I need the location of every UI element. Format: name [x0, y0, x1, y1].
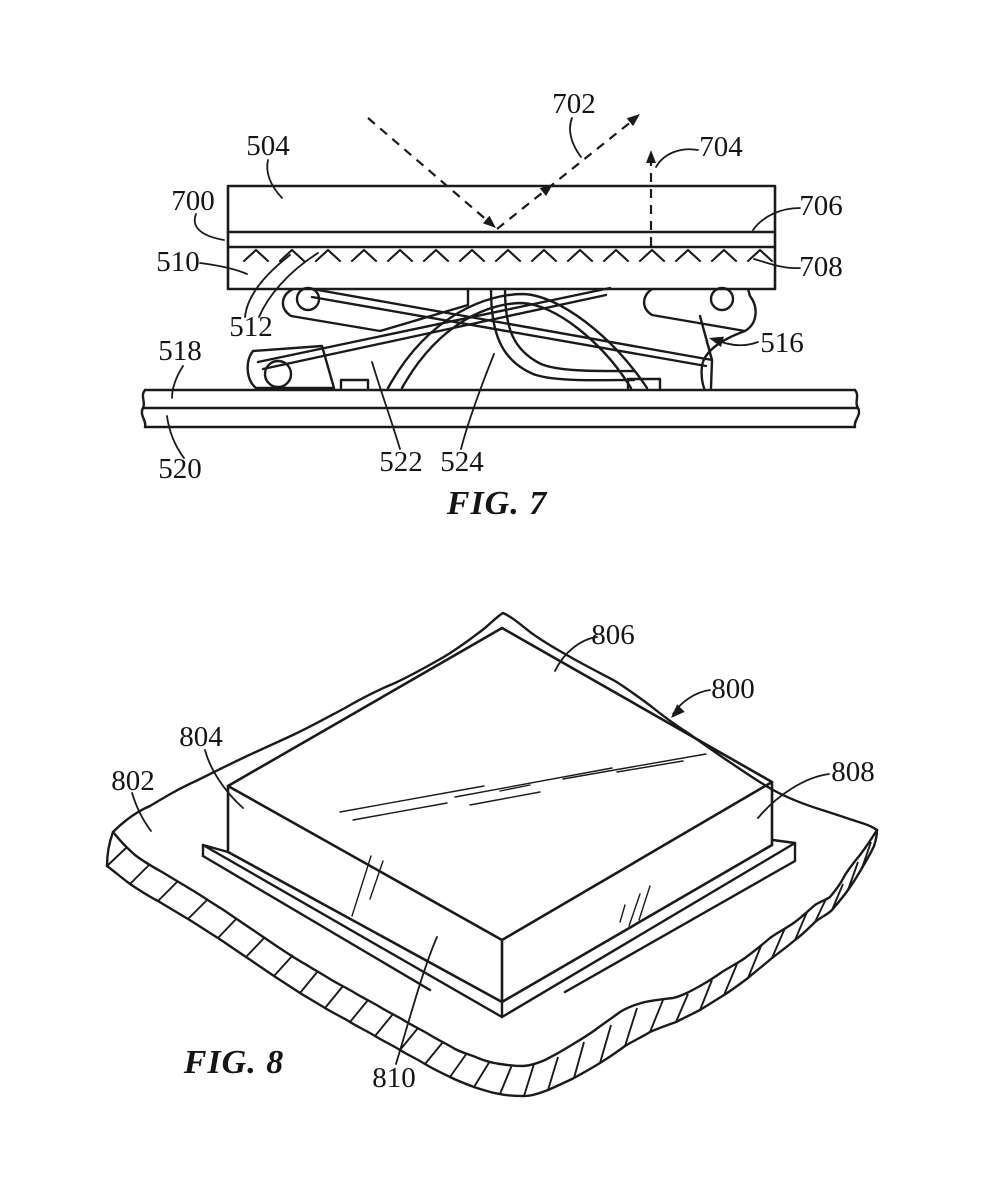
figure-8-title: FIG. 8 — [183, 1044, 284, 1081]
leader-524 — [460, 353, 495, 450]
keycap-top-reflection-streaks — [339, 753, 707, 821]
left-foot-tab — [339, 378, 370, 390]
opening-trench-inner-right — [563, 859, 797, 994]
keycap-isometric — [201, 626, 797, 1019]
right-foot-tab — [626, 377, 662, 390]
ref-label-804: 804 — [179, 721, 223, 753]
leader-702 — [569, 117, 582, 158]
leader-510 — [199, 262, 248, 275]
figure-8-assembly: 806 800 808 804 802 810 FIG. 8 — [105, 611, 879, 1098]
lower-left-foot-bracket — [246, 344, 336, 390]
opening-left-corner-edge — [201, 843, 230, 858]
plunger-stem-outer — [489, 287, 636, 382]
figure-7-leader-lines — [166, 117, 801, 459]
ref-label-808: 808 — [831, 756, 875, 788]
ref-label-520: 520 — [158, 453, 202, 485]
leader-704 — [655, 148, 699, 168]
ref-label-512: 512 — [229, 311, 273, 343]
ref-label-524: 524 — [440, 446, 484, 478]
scissor-arm-2-inner — [261, 293, 608, 371]
left-pivot-hole — [295, 286, 321, 312]
panel-cut-edge-hatching — [106, 841, 872, 1097]
keycap-face-gloss-marks — [351, 855, 651, 927]
keycap-right-face-bottom-edge — [500, 843, 774, 1004]
ref-label-704: 704 — [699, 131, 743, 163]
figure-8-leader-lines — [131, 636, 830, 1065]
panel-cut-edge-bottom-line — [105, 828, 879, 1098]
right-pivot-hole — [709, 286, 735, 312]
leader-800-arrowhead — [671, 704, 685, 718]
reflected-ray-end-arrowhead — [626, 114, 640, 127]
ref-label-518: 518 — [158, 335, 202, 367]
opening-right-corner-edge — [771, 838, 797, 863]
opening-trench-inner-left — [201, 854, 432, 992]
ref-label-510: 510 — [156, 246, 200, 278]
leader-512-a — [244, 254, 291, 318]
leader-804 — [204, 749, 244, 809]
figure-7-title: FIG. 7 — [446, 485, 548, 522]
dome-inner-arc — [400, 301, 633, 390]
figure-7-reference-labels: 504 700 510 512 518 520 522 524 702 704 … — [156, 88, 843, 485]
opening-rim-left-edge — [201, 843, 504, 1019]
leader-810 — [395, 936, 438, 1065]
leader-522 — [371, 361, 401, 450]
scissor-mechanism — [246, 286, 757, 390]
reflected-ray-mid-arrowhead — [539, 184, 553, 197]
incident-ray-arrowhead — [482, 215, 496, 228]
leader-802 — [131, 792, 152, 832]
ref-label-706: 706 — [799, 190, 843, 222]
panel-cut-edge-top-line — [111, 828, 879, 1068]
fabric-web-panel — [105, 611, 879, 1098]
scissor-arm-1-inner — [310, 295, 708, 368]
scissor-arm-2 — [256, 286, 612, 364]
leader-516-arrowhead — [709, 336, 724, 348]
scissor-arm-1 — [316, 288, 714, 362]
figure-8-reference-labels: 806 800 808 804 802 810 — [111, 619, 875, 1094]
base-plate — [140, 388, 861, 429]
keycap-left-face-bottom-edge — [226, 850, 504, 1004]
ref-label-504: 504 — [246, 130, 290, 162]
dome-outer-arc — [386, 292, 649, 390]
base-plate-left-break — [140, 388, 147, 429]
emitted-ray-arrowhead — [646, 150, 656, 163]
ref-label-516: 516 — [760, 327, 804, 359]
plunger-stem-inner — [503, 287, 636, 373]
leader-706 — [752, 207, 801, 231]
figure-7-assembly: 504 700 510 512 518 520 522 524 702 704 … — [140, 88, 861, 522]
light-extraction-chevrons — [242, 248, 774, 263]
light-rays — [367, 114, 656, 246]
left-upper-bracket — [281, 287, 470, 333]
leader-806 — [554, 636, 598, 672]
reflected-light-ray — [496, 116, 638, 230]
incident-light-ray — [367, 117, 490, 223]
ref-label-800: 800 — [711, 673, 755, 705]
leader-512-b — [258, 252, 319, 318]
keycap-layer-outline — [226, 184, 777, 291]
leader-520 — [166, 415, 185, 459]
panel-left-tip-cap — [105, 830, 115, 868]
opening-rim-right-edge — [500, 841, 797, 1019]
ref-label-802: 802 — [111, 765, 155, 797]
key-stack-cross-section — [226, 184, 777, 291]
ref-label-806: 806 — [591, 619, 635, 651]
leader-518 — [171, 365, 184, 399]
ref-label-708: 708 — [799, 251, 843, 283]
leader-708 — [753, 258, 801, 269]
base-plate-right-break — [853, 388, 861, 429]
ref-label-702: 702 — [552, 88, 596, 120]
leader-504 — [266, 159, 283, 199]
leader-700 — [193, 213, 225, 241]
ref-label-522: 522 — [379, 446, 423, 478]
leader-808 — [757, 773, 830, 819]
right-upper-bracket — [642, 287, 757, 333]
ref-label-700: 700 — [171, 185, 215, 217]
ref-label-810: 810 — [372, 1062, 416, 1094]
